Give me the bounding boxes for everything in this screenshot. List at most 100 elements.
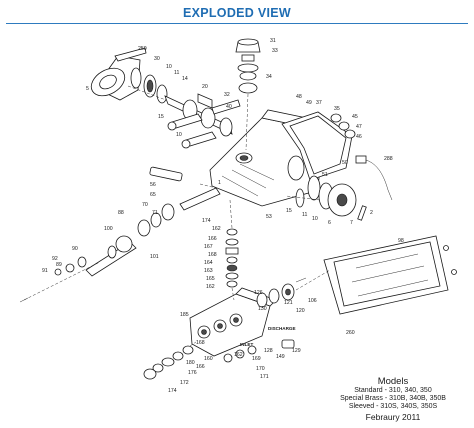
rear-cover [281,111,393,201]
bearing-group-left [130,67,168,104]
callout-5: 5 [86,86,89,92]
callout-174a: 174 [202,218,211,224]
callout-71: 71 [152,210,158,216]
callout-128: 128 [264,348,273,354]
inlet-fittings [223,345,257,363]
callout-40: 40 [226,104,232,110]
callout-171: 171 [260,374,269,380]
callout-174b: 174 [168,388,177,394]
callout-46: 46 [356,134,362,140]
callout-31: 31 [270,38,276,44]
label-discharge: DISCHARGE [268,326,296,331]
valve-stack [225,228,239,288]
callout-49: 49 [306,100,312,106]
callout-11: 11 [174,70,179,76]
callout-1: 1 [218,180,221,186]
callout-250: 250 [138,46,147,52]
diagram-header: EXPLODED VIEW [0,0,474,26]
callout-33: 33 [272,48,278,54]
callout-50: 50 [342,160,348,166]
models-title: Models [377,376,409,387]
callout-288: 288 [384,156,393,162]
callout-126: 126 [254,290,263,296]
callout-53: 53 [266,214,272,220]
callout-92: 92 [52,256,58,262]
callout-labels: 250 5 30 10 11 14 20 32 40 15 10 31 33 3… [42,38,404,394]
callout-32: 32 [224,92,230,98]
callout-6: 6 [328,220,331,226]
callout-163: 163 [204,268,213,274]
callout-35: 35 [334,106,340,112]
callout-176: 176 [188,370,197,376]
callout-185: 185 [180,312,189,318]
callout-166b: 166 [196,364,205,370]
callout-164: 164 [204,260,213,266]
callout-168b: 168 [196,340,205,346]
callout-172: 172 [180,380,189,386]
callout-100: 100 [104,226,113,232]
callout-180: 180 [186,360,195,366]
callout-169: 169 [252,356,261,362]
callout-37: 37 [316,100,322,106]
callout-10b: 10 [176,132,182,138]
callout-20: 20 [202,84,208,90]
oil-cap [235,38,261,94]
callout-101: 101 [150,254,159,260]
callout-70: 70 [142,202,148,208]
callout-11b: 11 [302,212,307,218]
callout-167: 167 [204,244,213,250]
models-line-special-brass: Special Brass - 310B, 340B, 350B [340,395,446,403]
callout-165: 165 [206,276,215,282]
title-rule [6,23,468,24]
callout-48: 48 [296,94,302,100]
base-rail [323,235,457,315]
side-bearing-group [295,175,367,221]
callout-15: 15 [158,114,164,120]
callout-65: 65 [150,192,156,198]
callout-91: 91 [42,268,48,274]
callout-130: 130 [258,306,267,312]
callout-260: 260 [346,330,355,336]
callout-7: 7 [350,220,353,226]
callout-129: 129 [292,348,301,354]
callout-162a: 162 [212,226,221,232]
callout-34: 34 [266,74,272,80]
models-legend: Models Standard - 310, 340, 350 Special … [330,376,456,422]
callout-162b: 162 [206,284,215,290]
callout-160: 160 [204,356,213,362]
callout-47: 47 [356,124,362,130]
discharge-fittings [256,283,295,349]
callout-149: 149 [276,354,285,360]
pulley-cover [90,47,147,101]
assembly-lines [19,85,331,347]
inlet-valve-stack [143,345,194,380]
callout-30: 30 [154,56,160,62]
models-line-sleeved: Sleeved - 310S, 340S, 350S [348,403,438,411]
callout-98: 98 [398,238,404,244]
callout-2: 2 [370,210,373,216]
callout-56: 56 [150,182,156,188]
callout-89: 89 [56,262,62,268]
callout-90: 90 [72,246,78,252]
callout-106: 106 [308,298,317,304]
callout-14: 14 [182,76,188,82]
models-line-standard: Standard - 310, 340, 350 [354,387,432,394]
callout-10: 10 [166,64,172,70]
callout-120: 120 [296,308,305,314]
callout-45: 45 [352,114,358,120]
callout-15b: 15 [286,208,292,214]
callout-166: 166 [208,236,217,242]
callout-121: 121 [284,300,293,306]
callout-10c: 10 [312,216,318,222]
callout-168: 168 [208,252,217,258]
sight-plug [149,166,183,182]
callout-51: 51 [322,172,328,178]
callout-162c: 162 [234,352,243,358]
callout-88: 88 [118,210,124,216]
label-inlet: INLET [240,342,253,347]
plunger-group [54,187,221,277]
models-date: Febraury 2011 [365,411,421,422]
page-title: EXPLODED VIEW [182,6,292,20]
connecting-rods [167,99,241,149]
exploded-view-drawing: 250 5 30 10 11 14 20 32 40 15 10 31 33 3… [19,38,457,394]
